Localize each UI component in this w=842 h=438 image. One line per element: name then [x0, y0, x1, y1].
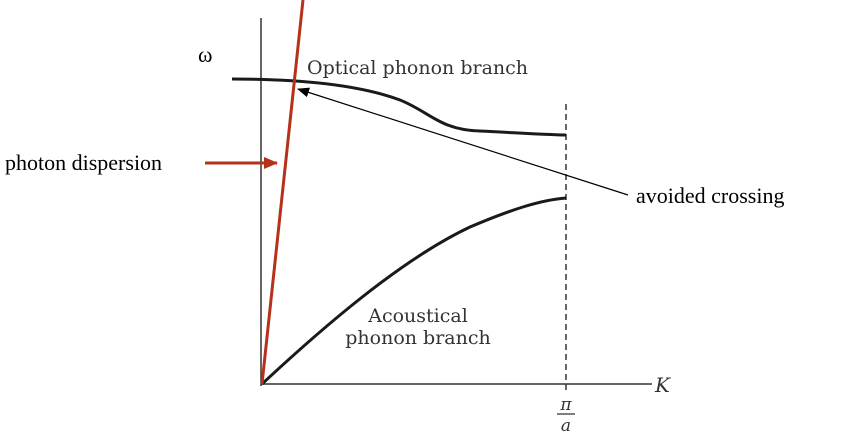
photon-dispersion-line	[260, 0, 305, 385]
optical-branch-curve	[231, 77, 567, 137]
acoustical-label-line2: phonon branch	[345, 327, 490, 349]
avoided-crossing-arrow	[297, 87, 629, 196]
zone-edge-numerator: π	[559, 395, 572, 415]
optical-branch-label: Optical phonon branch	[307, 57, 528, 79]
avoided-crossing-label: avoided crossing	[636, 183, 784, 208]
omega-label: ω	[198, 42, 212, 67]
acoustical-branch-curve	[260, 196, 567, 386]
photon-dispersion-label: photon dispersion	[5, 150, 162, 175]
zone-edge-denominator: a	[561, 416, 571, 436]
k-axis-label: K	[654, 373, 671, 397]
acoustical-label-line1: Acoustical	[367, 305, 468, 327]
